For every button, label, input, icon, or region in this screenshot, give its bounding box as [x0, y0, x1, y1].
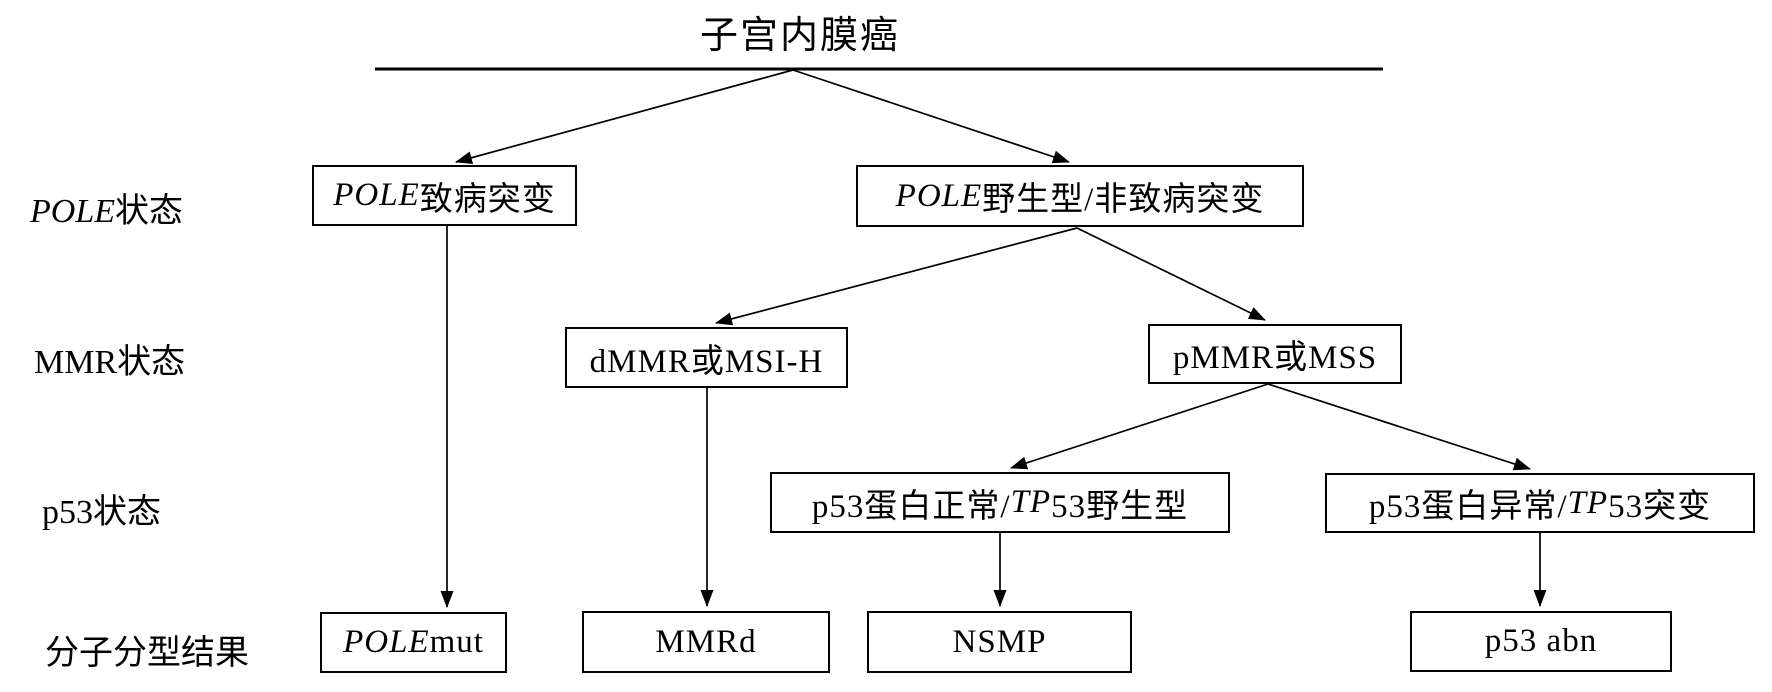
- row-label-mmr-status: MMR状态: [34, 344, 186, 381]
- row-label-typing-result: 分子分型结果: [45, 635, 249, 672]
- edge-polewt-to-dmmr: [715, 227, 1078, 326]
- edge-pmmr-to-p53-normal: [1010, 383, 1269, 470]
- edge-pmmr-to-p53-abnormal: [1267, 383, 1531, 471]
- node-text: POLE: [343, 624, 430, 660]
- node-text: POLE: [895, 177, 983, 214]
- node-nsmp: NSMP: [867, 611, 1132, 673]
- row-label-text: POLE: [30, 193, 115, 230]
- row-label-pole-status: POLE状态: [30, 183, 183, 232]
- edge-polewt-to-pmmr: [1076, 227, 1266, 321]
- node-text: TP: [1010, 484, 1052, 520]
- node-text: p53蛋白正常/: [811, 488, 1011, 525]
- node-text: 致病突变: [419, 181, 556, 218]
- edge-root-to-pole-pathogenic: [455, 69, 794, 165]
- diagram-title: 子宫内膜癌: [699, 15, 900, 57]
- row-label-p53-status: p53状态: [42, 494, 161, 531]
- node-text: mut: [429, 624, 484, 660]
- node-text: 53突变: [1608, 489, 1712, 525]
- node-pole-mut: POLE mut: [320, 612, 507, 673]
- node-pmmr: pMMR或MSS: [1148, 324, 1402, 384]
- node-p53-abn: p53 abn: [1410, 611, 1672, 672]
- node-text: TP: [1567, 484, 1609, 521]
- node-text: 野生型/非致病突变: [982, 182, 1265, 218]
- node-text: POLE: [333, 177, 420, 213]
- node-text: 53野生型: [1051, 488, 1189, 525]
- row-label-text: 状态: [115, 193, 183, 230]
- node-mmrd: MMRd: [582, 611, 830, 673]
- node-dmmr: dMMR或MSI-H: [565, 327, 848, 388]
- node-text: p53蛋白异常/: [1368, 489, 1568, 525]
- edge-root-to-pole-wildtype: [792, 69, 1070, 164]
